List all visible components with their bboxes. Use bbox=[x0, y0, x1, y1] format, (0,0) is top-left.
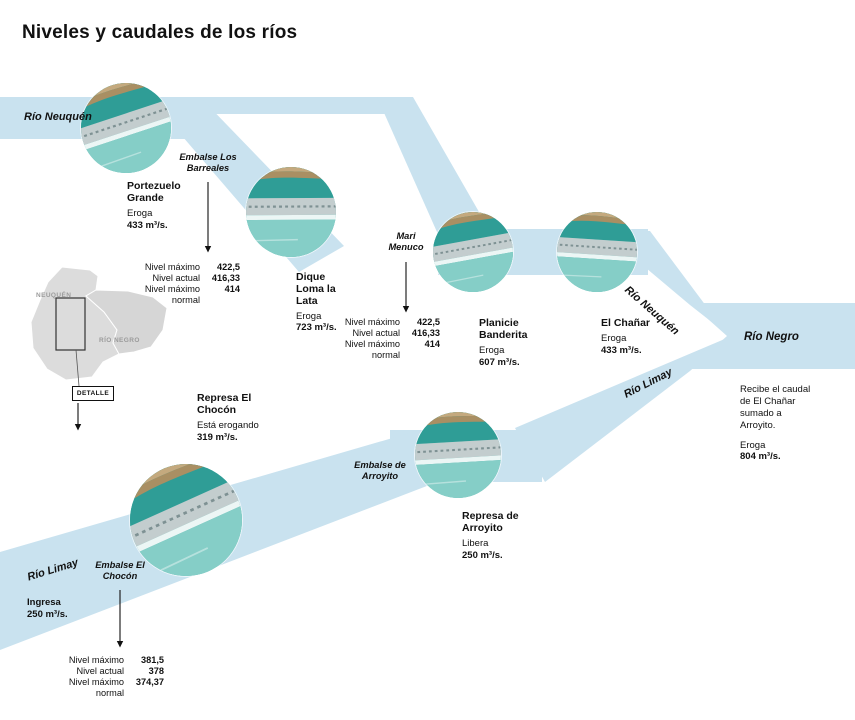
station-name: Represa El Chocón bbox=[197, 392, 252, 416]
inflow-flow: 250 m³/s. bbox=[27, 608, 68, 620]
table-row: Nivel máximo normal 414 bbox=[338, 339, 440, 361]
station-planicie-banderita: Planicie Banderita Eroga 607 m³/s. bbox=[479, 317, 533, 368]
river-label-neuquen-source: Río Neuquén bbox=[24, 111, 92, 123]
map-detail-rect bbox=[55, 297, 86, 351]
arrow-barreales-head-icon bbox=[204, 246, 212, 253]
level-value: 422,5 bbox=[417, 317, 440, 327]
table-row: Nivel máximo 381,5 bbox=[62, 655, 164, 666]
station-action: Libera bbox=[462, 537, 489, 549]
level-table-mari-menuco: Nivel máximo 422,5 Nivel actual 416,33 N… bbox=[338, 317, 440, 361]
map-detalle-badge: DETALLE bbox=[72, 386, 114, 401]
station-flow: 319 m³/s. bbox=[197, 431, 238, 443]
river-label-negro: Río Negro bbox=[744, 331, 799, 343]
station-el-chanar: El Chañar Eroga 433 m³/s. bbox=[601, 317, 651, 356]
note-flow: 804 m³/s. bbox=[740, 451, 781, 463]
table-row: Nivel máximo normal 414 bbox=[138, 284, 240, 306]
arrow-detalle-head-icon bbox=[74, 424, 82, 431]
level-label: Nivel máximo normal bbox=[68, 677, 124, 699]
reservoir-label-los-barreales: Embalse Los Barreales bbox=[179, 152, 237, 174]
level-label: Nivel máximo bbox=[344, 317, 400, 327]
page-title: Niveles y caudales de los ríos bbox=[22, 22, 298, 43]
dam-photo-el-chanar bbox=[557, 212, 637, 292]
reservoir-label-mari-menuco: Mari Menuco bbox=[388, 231, 424, 253]
level-value: 416,33 bbox=[411, 328, 440, 339]
station-represa-el-chocon: Represa El Chocón Está erogando 319 m³/s… bbox=[197, 392, 259, 443]
river-band-limay-lower bbox=[515, 338, 727, 482]
station-represa-arroyito: Represa de Arroyito Libera 250 m³/s. bbox=[462, 510, 522, 561]
note-text: Recibe el caudal de El Chañar sumado a A… bbox=[740, 384, 811, 431]
table-row: Nivel máximo 422,5 bbox=[138, 262, 240, 273]
level-value: 414 bbox=[424, 339, 440, 350]
table-row: Nivel actual 416,33 bbox=[138, 273, 241, 284]
station-flow: 607 m³/s. bbox=[479, 356, 520, 368]
table-row: Nivel actual 416,33 bbox=[338, 328, 441, 339]
map-detail-leader bbox=[75, 349, 80, 387]
level-label: Nivel actual bbox=[76, 666, 125, 677]
station-name: Planicie Banderita bbox=[479, 317, 528, 341]
station-flow: 433 m³/s. bbox=[601, 344, 642, 356]
station-flow: 723 m³/s. bbox=[296, 322, 337, 334]
dam-photo-loma-la-lata bbox=[246, 167, 336, 257]
level-label: Nivel máximo bbox=[144, 262, 200, 272]
table-row: Nivel máximo normal 374,37 bbox=[62, 677, 164, 699]
level-table-el-chocon: Nivel máximo 381,5 Nivel actual 378 Nive… bbox=[62, 655, 164, 699]
table-row: Nivel máximo 422,5 bbox=[338, 317, 440, 328]
station-flow: 433 m³/s. bbox=[127, 219, 168, 231]
map-province-rionegro bbox=[85, 289, 168, 355]
level-value: 374,37 bbox=[135, 677, 164, 688]
level-label: Nivel actual bbox=[352, 328, 401, 339]
station-name: El Chañar bbox=[601, 317, 651, 329]
arrow-chocon-head-icon bbox=[116, 641, 124, 648]
station-name: Represa de Arroyito bbox=[462, 510, 519, 534]
arrow-marimenuco-head-icon bbox=[402, 306, 410, 313]
inflow-action: Ingresa bbox=[27, 597, 61, 608]
level-table-los-barreales: Nivel máximo 422,5 Nivel actual 416,33 N… bbox=[138, 262, 240, 306]
table-row: Nivel actual 378 bbox=[62, 666, 165, 677]
level-label: Nivel máximo normal bbox=[344, 339, 400, 361]
station-portezuelo-grande: Portezuelo Grande Eroga 433 m³/s. bbox=[127, 180, 189, 231]
reservoir-label-arroyito: Embalse de Arroyito bbox=[354, 460, 406, 482]
station-loma-la-lata: Dique Loma la Lata Eroga 723 m³/s. bbox=[296, 271, 342, 334]
level-label: Nivel máximo normal bbox=[144, 284, 200, 306]
pointer-arrows bbox=[77, 182, 407, 641]
map-label-neuquen: NEUQUÉN bbox=[36, 292, 72, 299]
station-flow: 250 m³/s. bbox=[462, 549, 503, 561]
station-name: Dique Loma la Lata bbox=[296, 271, 336, 307]
limay-inflow: Ingresa 250 m³/s. bbox=[27, 597, 68, 620]
map-province-neuquen bbox=[30, 266, 120, 381]
station-name: Portezuelo Grande bbox=[127, 180, 181, 204]
level-value: 422,5 bbox=[217, 262, 240, 272]
level-value: 416,33 bbox=[211, 273, 240, 284]
level-value: 414 bbox=[224, 284, 240, 295]
level-value: 381,5 bbox=[141, 655, 164, 665]
station-action: Eroga bbox=[601, 332, 627, 344]
station-action: Eroga bbox=[296, 310, 322, 322]
dam-photo-arroyito bbox=[415, 412, 501, 498]
river-band-barreales-strip bbox=[186, 97, 412, 114]
dam-photo-planicie-banderita bbox=[433, 212, 513, 292]
dam-photo-portezuelo-grande bbox=[81, 83, 171, 173]
station-action: Eroga bbox=[127, 207, 153, 219]
map-label-rionegro: RÍO NEGRO bbox=[99, 337, 140, 344]
station-action: Está erogando bbox=[197, 419, 259, 431]
rio-negro-note: Recibe el caudal de El Chañar sumado a A… bbox=[740, 384, 818, 463]
level-value: 378 bbox=[148, 666, 164, 677]
level-label: Nivel actual bbox=[152, 273, 201, 284]
station-action: Eroga bbox=[479, 344, 505, 356]
locator-map bbox=[30, 266, 168, 387]
note-action: Eroga bbox=[740, 439, 766, 451]
reservoir-label-el-chocon: Embalse El Chocón bbox=[95, 560, 145, 582]
level-label: Nivel máximo bbox=[68, 655, 124, 665]
river-band-negro bbox=[690, 303, 855, 369]
